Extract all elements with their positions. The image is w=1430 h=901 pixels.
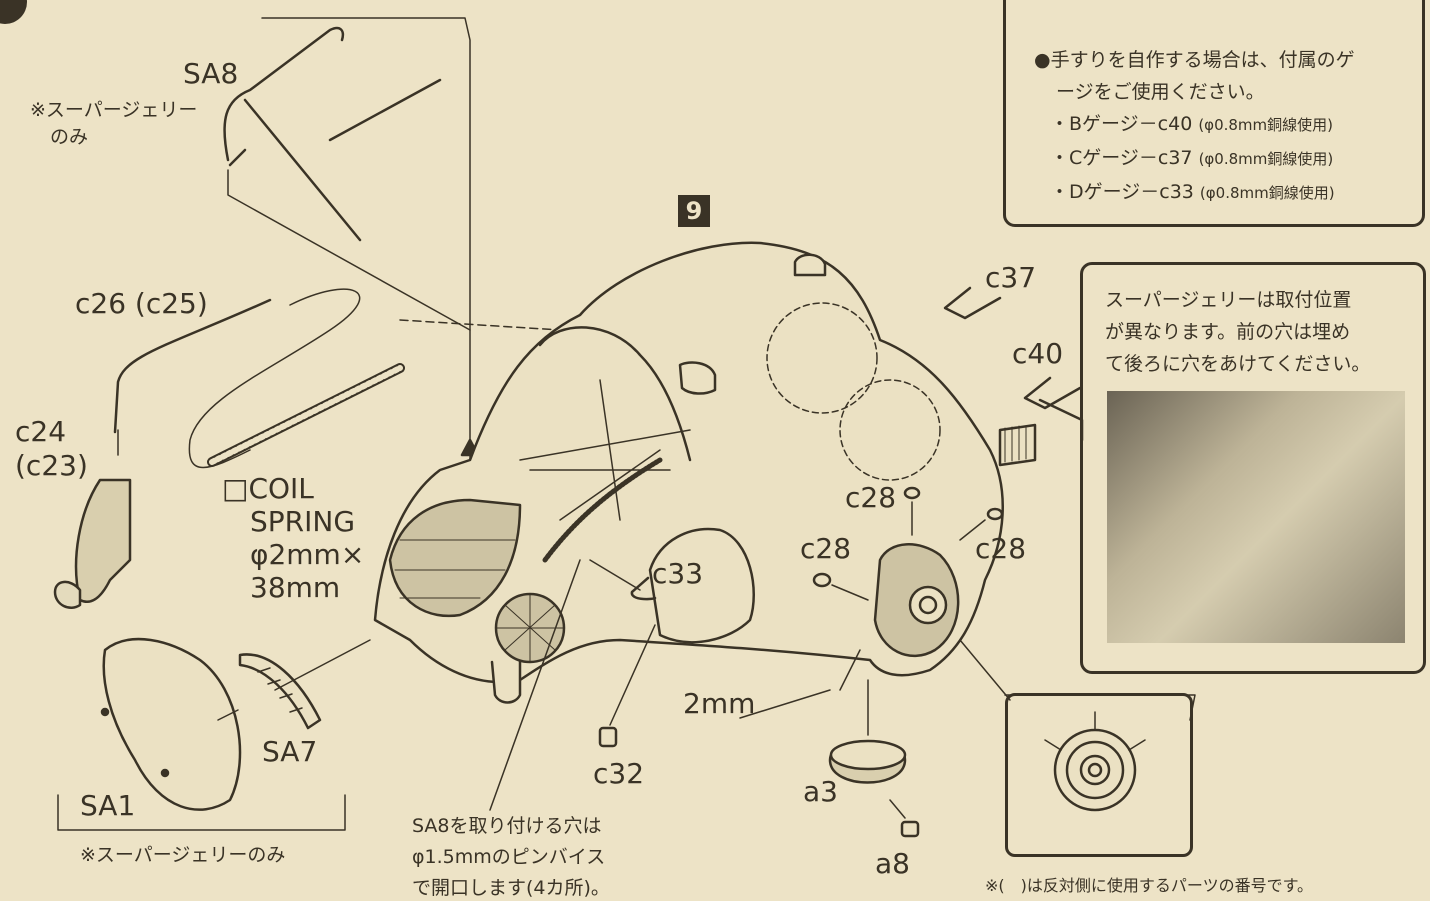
note-intro-1: ●手すりを自作する場合は、付属のゲ bbox=[1034, 49, 1355, 71]
part-c37-hook bbox=[943, 286, 1002, 320]
side-dome-circle bbox=[839, 379, 941, 481]
label-c23: (c23) bbox=[15, 449, 88, 482]
label-drill-2: φ1.5mmのピンバイス bbox=[412, 846, 606, 868]
front-mesh-vent bbox=[388, 498, 522, 618]
gauge-c-wire: (φ0.8mm銅線使用) bbox=[1198, 150, 1334, 168]
gauge-d-wire: (φ0.8mm銅線使用) bbox=[1199, 184, 1335, 202]
gauge-row-b: ・Bゲージ－c40 (φ0.8mm銅線使用) bbox=[1050, 109, 1333, 136]
routing-line bbox=[188, 288, 361, 469]
part-c28-grommets bbox=[812, 486, 1004, 588]
sa8-guide-line bbox=[227, 169, 471, 481]
position-note-line-3: て後ろに穴をあけてください。 bbox=[1105, 353, 1371, 375]
gauge-d-name: ・Dゲージ－c33 bbox=[1050, 181, 1194, 203]
label-c40: c40 bbox=[1012, 337, 1064, 370]
part-c40-hook bbox=[1023, 376, 1082, 410]
label-a3: a3 bbox=[803, 775, 838, 808]
handrail-gauge-note: ●手すりを自作する場合は、付属のゲ ージをご使用ください。 ・Bゲージ－c40 … bbox=[1003, 0, 1425, 227]
reference-photo bbox=[1107, 391, 1405, 643]
part-coil-spring bbox=[207, 363, 405, 467]
label-c37: c37 bbox=[985, 261, 1037, 294]
part-c26-rod bbox=[113, 298, 272, 434]
part-a3 bbox=[828, 739, 907, 784]
part-c33-hook bbox=[630, 576, 657, 601]
part-a8 bbox=[900, 820, 920, 838]
gauge-b-wire: (φ0.8mm銅線使用) bbox=[1198, 116, 1334, 134]
note-intro-2: ージをご使用ください。 bbox=[1056, 81, 1265, 103]
gauge-row-d: ・Dゲージ－c33 (φ0.8mm銅線使用) bbox=[1050, 177, 1335, 204]
label-c26: c26 (c25) bbox=[75, 287, 208, 320]
mount-position-note: スーパージェリーは取付位置 が異なります。前の穴は埋め て後ろに穴をあけてくださ… bbox=[1080, 262, 1426, 674]
part-sa7 bbox=[238, 653, 322, 730]
gauge-b-name: ・Bゲージ－c40 bbox=[1050, 113, 1193, 135]
label-c24: c24 bbox=[15, 415, 67, 448]
rear-pod bbox=[648, 527, 755, 644]
label-super-jelly-only-1: ※スーパージェリー bbox=[30, 99, 198, 121]
detail-inset bbox=[1005, 693, 1193, 857]
label-coil-1: □COIL bbox=[222, 472, 314, 505]
label-coil-3: φ2mm× bbox=[250, 538, 365, 571]
label-a8: a8 bbox=[875, 847, 910, 880]
label-c32: c32 bbox=[593, 757, 645, 790]
label-coil-2: SPRING bbox=[250, 505, 356, 538]
label-c33: c33 bbox=[652, 557, 704, 590]
label-drill-1: SA8を取り付ける穴は bbox=[412, 815, 602, 837]
label-coil-4: 38mm bbox=[250, 571, 341, 604]
step-number: 9 bbox=[678, 195, 710, 227]
rear-dome-circle bbox=[766, 302, 878, 414]
label-super-jelly-only-2: のみ bbox=[50, 126, 89, 148]
label-c28-right: c28 bbox=[975, 532, 1027, 565]
footnote: ※( )は反対側に使用するパーツの番号です。 bbox=[985, 876, 1313, 895]
part-sa1-plate bbox=[100, 637, 242, 811]
gauge-row-c: ・Cゲージ－c37 (φ0.8mm銅線使用) bbox=[1050, 143, 1333, 170]
part-c32 bbox=[598, 726, 618, 748]
canopy-frame bbox=[538, 326, 692, 462]
label-sa8: SA8 bbox=[183, 57, 239, 90]
position-note-line-2: が異なります。前の穴は埋め bbox=[1105, 321, 1351, 343]
step-marker-circle bbox=[0, 0, 27, 24]
label-c28-left: c28 bbox=[800, 532, 852, 565]
label-sa7: SA7 bbox=[262, 735, 318, 768]
label-super-jelly-only-bottom: ※スーパージェリーのみ bbox=[80, 844, 286, 866]
gauge-c-name: ・Cゲージ－c37 bbox=[1050, 147, 1193, 169]
label-sa1: SA1 bbox=[80, 789, 136, 822]
detail-gear bbox=[1044, 711, 1146, 812]
position-note-line-1: スーパージェリーは取付位置 bbox=[1105, 289, 1352, 311]
sa1-bracket bbox=[57, 794, 346, 831]
label-2mm: 2mm bbox=[683, 687, 756, 720]
part-c24 bbox=[53, 478, 132, 609]
part-sa8-handrail bbox=[223, 26, 442, 242]
part-main-body bbox=[373, 241, 1037, 704]
sa8-pointer bbox=[489, 559, 581, 811]
label-c28-top: c28 bbox=[845, 481, 897, 514]
label-drill-3: で開口します(4カ所)。 bbox=[412, 877, 610, 899]
